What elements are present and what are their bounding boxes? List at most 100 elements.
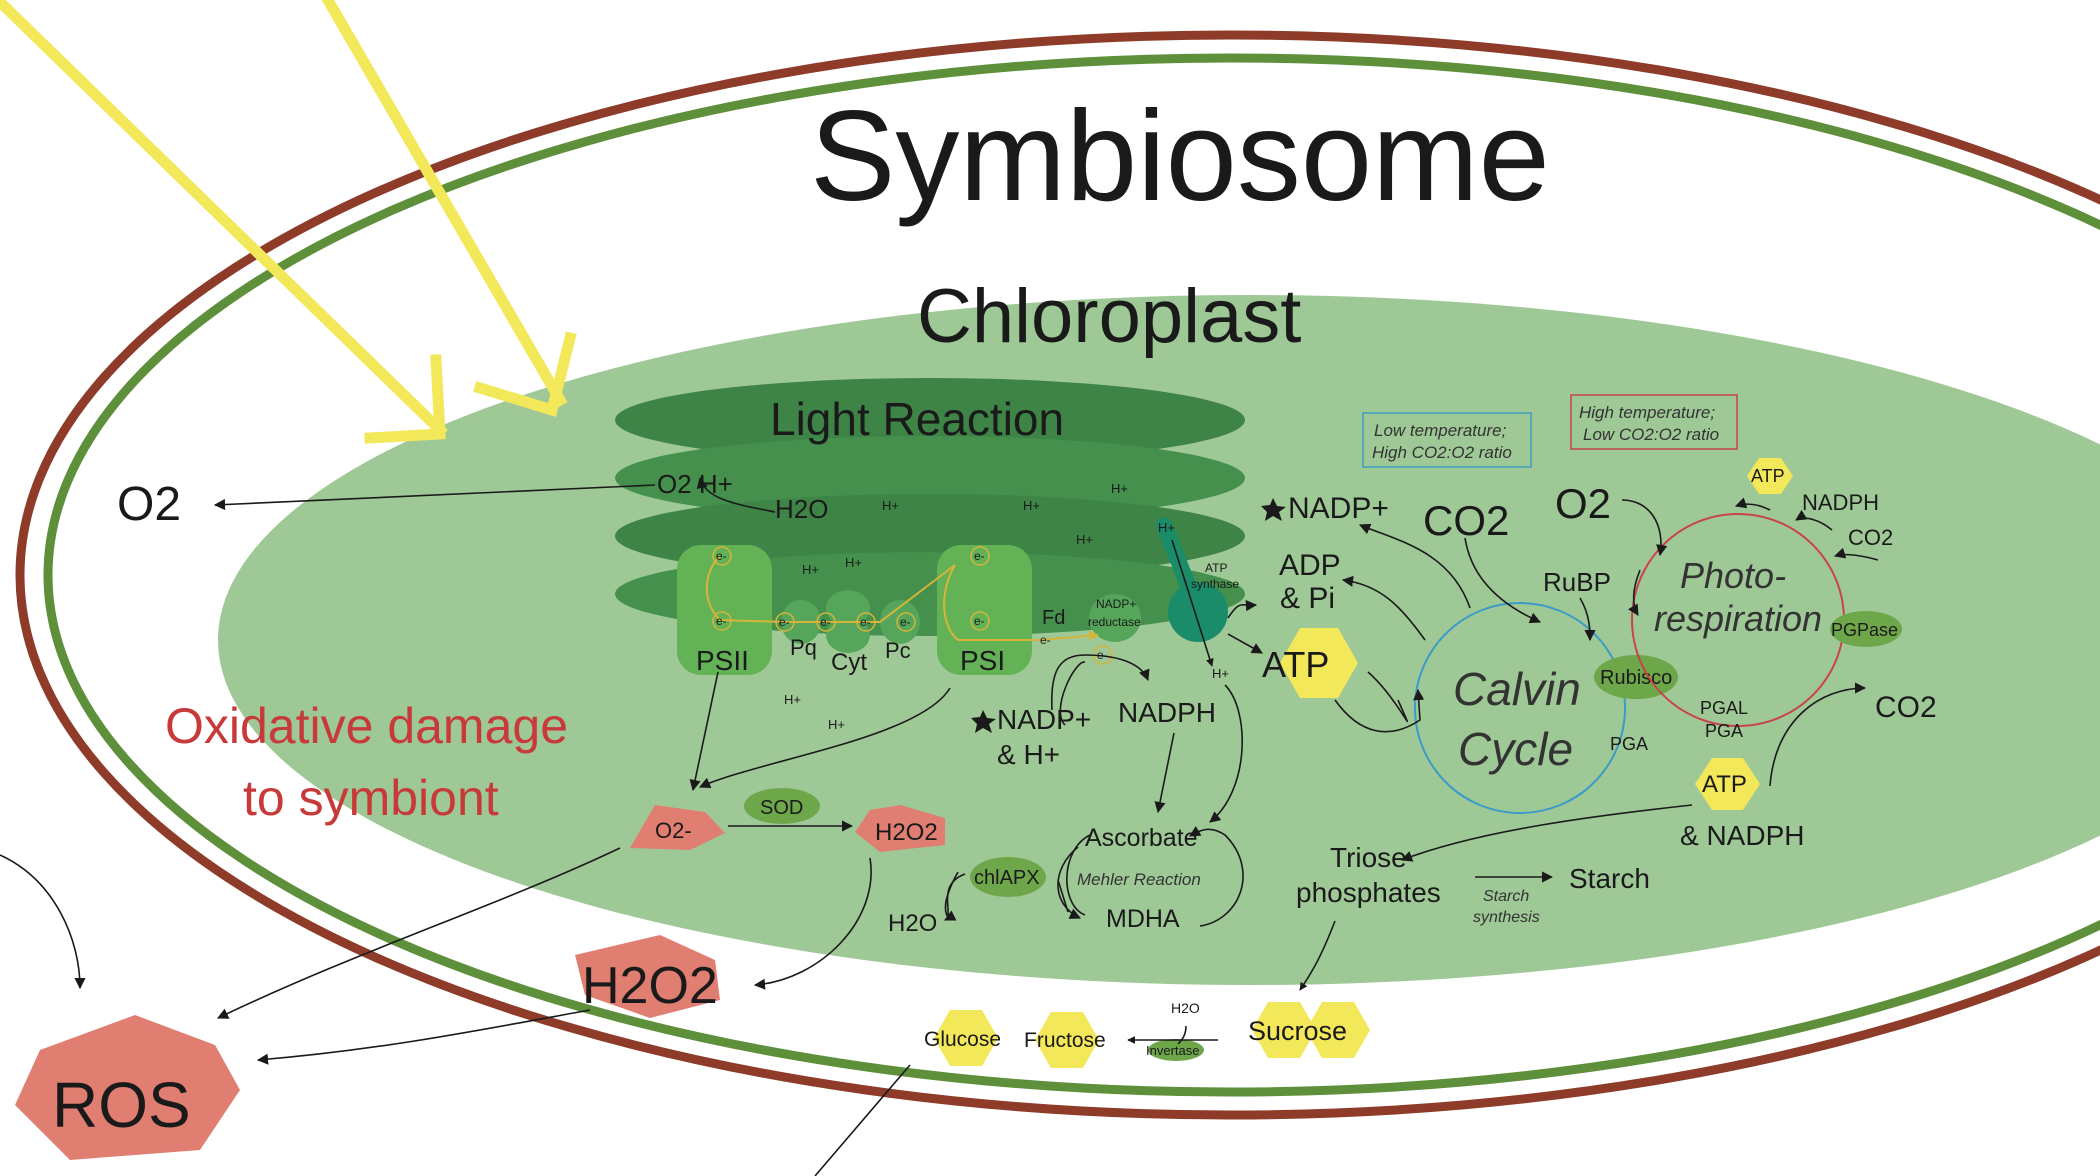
symbiosome-title: Symbiosome [810,85,1550,228]
fructose-hexagon [1035,1012,1099,1068]
atp-synthase-head [1168,582,1228,642]
host-h2o2-shape [575,935,720,1018]
photoresp-arrows [1628,497,1879,616]
mehler-h2o2-label: H2O2 [875,819,938,846]
nadp-h-label-2: & H+ [997,739,1060,770]
pc-carrier [880,600,920,644]
light-arrows [0,0,577,444]
mehler-h2o-label: H2O [888,910,937,937]
mehler-h2o2-shape [855,805,945,852]
svg-text:H+: H+ [882,498,899,513]
svg-text:H+: H+ [1158,520,1175,535]
high-temp-line-2: Low CO2:O2 ratio [1583,425,1719,444]
nadp-label: NADP+ [1288,492,1389,525]
chlapx-label: chlAPX [974,867,1040,889]
photoresp-co2-small: CO2 [1848,525,1893,550]
starch-label: Starch [1569,863,1650,894]
chlapx-enzyme [970,857,1046,897]
ros-label: ROS [52,1069,191,1141]
calvin-label-1: Calvin [1453,663,1581,715]
svg-text:e-: e- [974,549,985,563]
h2o-thylakoid-label: H2O [775,494,828,524]
atp-hexagon [1280,628,1358,698]
low-temp-line-1: Low temperature; [1374,421,1507,440]
svg-text:H+: H+ [784,692,801,707]
pathway-arrows [0,476,1867,1176]
svg-text:e-: e- [1097,648,1108,662]
host-h2o2-label: H2O2 [582,957,718,1015]
sucrose-hexagon-2 [1306,1002,1370,1058]
fructose-label: Fructose [1024,1029,1106,1052]
symbiosome-inner-membrane [43,53,2100,1097]
sucrose-hexagon-1 [1252,1002,1316,1058]
o2-minus-shape [630,805,725,850]
svg-text:e-: e- [716,614,727,628]
o2-minus-label: O2- [655,818,692,843]
mehler-reaction-label: Mehler Reaction [1077,870,1201,889]
proton-labels: H+ H+ H+ H+ H+ H+ H+ H+ H+ H+ [784,481,1229,732]
atp-nadph-hexagon [1695,758,1760,810]
svg-text:e-: e- [1040,633,1051,647]
photoresp-label-2: respiration [1654,598,1822,639]
low-temp-line-2: High CO2:O2 ratio [1372,443,1512,462]
high-temp-line-1: High temperature; [1579,403,1715,422]
electron-labels: e- e- e- e- e- e- e- e- e- e- [716,549,1108,662]
svg-text:e-: e- [820,615,831,629]
photoresp-atp-hexagon [1747,458,1793,494]
atp-synthase-label-2: synthase [1191,577,1239,591]
svg-text:e-: e- [716,549,727,563]
symbiosome-outer-membrane [15,30,2100,1120]
mdha-label: MDHA [1106,905,1180,933]
pgpase-label: PGPase [1831,620,1898,640]
svg-text:H+: H+ [1212,666,1229,681]
pgpase-enzyme [1830,611,1902,647]
photoresp-atp-label: ATP [1751,466,1785,486]
damage-text-1: Oxidative damage [165,698,568,754]
triose-label-2: phosphates [1296,877,1441,908]
nadp-h-label-1: NADP+ [997,704,1091,735]
starch-synthesis-2: synthesis [1473,909,1540,926]
photoresp-nadph-label: NADPH [1802,490,1879,515]
host-o2-label: O2 [117,478,181,531]
nadp-reductase [1089,594,1141,642]
svg-text:H+: H+ [845,555,862,570]
atp-label: ATP [1262,644,1329,685]
adp-label-2: & Pi [1280,582,1335,615]
calvin-cycle-ring [1414,602,1626,814]
calvin-label-2: Cycle [1458,723,1573,775]
svg-text:e-: e- [779,615,790,629]
glucose-label: Glucose [924,1028,1001,1051]
svg-text:H+: H+ [1023,498,1040,513]
pgal-label: PGAL [1700,698,1748,718]
invertase-h2o-label: H2O [1171,1000,1200,1016]
svg-text:H+: H+ [802,562,819,577]
glucose-hexagon [934,1010,998,1066]
low-temp-box [1362,412,1532,468]
calvin-pga-label: PGA [1610,734,1648,754]
nadp-star-1 [971,710,996,733]
calvin-co2-label: CO2 [1423,497,1509,544]
psii-complex [677,545,772,675]
electron-transport-path [705,555,1099,641]
photoresp-label-1: Photo- [1680,555,1786,596]
invertase-label: Invertase [1146,1043,1199,1058]
sucrose-label: Sucrose [1248,1016,1347,1046]
light-reaction-title: Light Reaction [770,393,1064,445]
svg-text:e-: e- [974,614,985,628]
chloroplast-title: Chloroplast [917,274,1301,359]
cyt-label: Cyt [831,649,867,676]
ascorbate-label: Ascorbate [1085,824,1198,852]
svg-text:H+: H+ [828,717,845,732]
o2-h-label: O2 H+ [657,469,733,499]
psii-label: PSII [696,645,749,676]
psi-complex [937,545,1032,675]
rubp-label: RuBP [1543,567,1611,597]
psi-label: PSI [960,645,1005,676]
photoresp-co2-out: CO2 [1875,691,1937,724]
rubisco-label: Rubisco [1600,667,1672,689]
sod-enzyme [744,788,820,824]
nadp-star-2 [1261,498,1286,521]
svg-text:H+: H+ [1111,481,1128,496]
thylakoid-stack [615,378,1245,636]
